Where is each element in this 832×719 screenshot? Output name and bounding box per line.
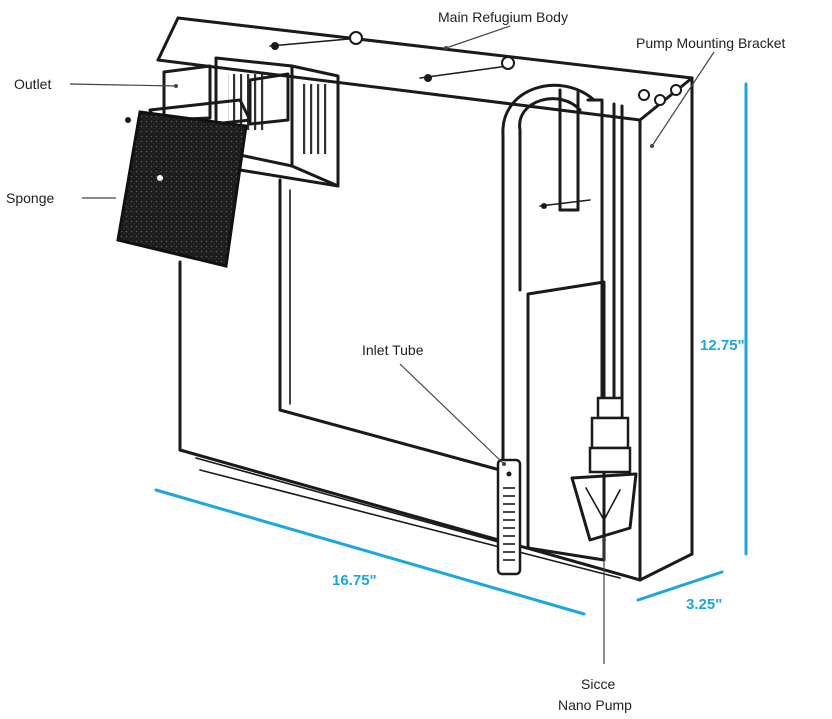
- label-sicce: Sicce: [581, 676, 615, 692]
- main-refugium-body: [156, 16, 694, 582]
- leader-lines: [69, 25, 715, 664]
- inlet-tube: [496, 458, 522, 576]
- top-hardware: [269, 31, 682, 106]
- return-tube: [539, 88, 616, 400]
- sponge: [116, 110, 248, 268]
- sicce-nano-pump: [526, 280, 638, 562]
- outlet-assembly: [148, 56, 340, 188]
- label-nano-pump: Nano Pump: [558, 697, 632, 713]
- dimension-height: 12.75": [700, 337, 745, 354]
- label-main-refugium-body: Main Refugium Body: [438, 9, 568, 25]
- label-pump-mounting-bracket: Pump Mounting Bracket: [636, 35, 786, 51]
- dimension-lines: [154, 82, 748, 616]
- label-inlet-tube: Inlet Tube: [362, 342, 424, 358]
- dimension-width: 16.75": [332, 572, 377, 589]
- dimension-depth: 3.25": [686, 596, 722, 613]
- label-outlet: Outlet: [14, 76, 51, 92]
- label-sponge: Sponge: [6, 190, 54, 206]
